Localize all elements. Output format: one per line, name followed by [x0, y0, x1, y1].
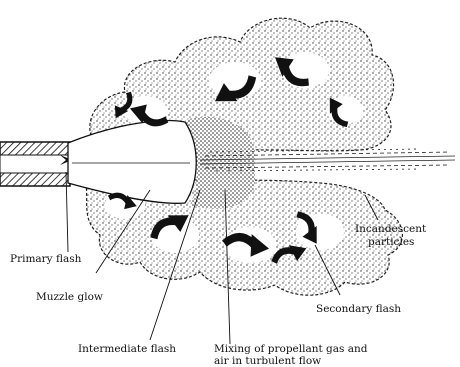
label-secondary-flash: Secondary flash: [316, 303, 401, 315]
label-incandescent-1: Incandescent: [355, 223, 427, 235]
label-muzzle-glow: Muzzle glow: [36, 291, 103, 303]
gun-barrel: [0, 142, 70, 186]
label-incandescent-2: particles: [368, 236, 414, 248]
label-mixing-1: Mixing of propellant gas and: [214, 343, 368, 355]
label-mixing-2: air in turbulent flow: [214, 355, 321, 367]
label-intermediate-flash: Intermediate flash: [78, 343, 176, 355]
label-primary-flash: Primary flash: [10, 253, 82, 265]
